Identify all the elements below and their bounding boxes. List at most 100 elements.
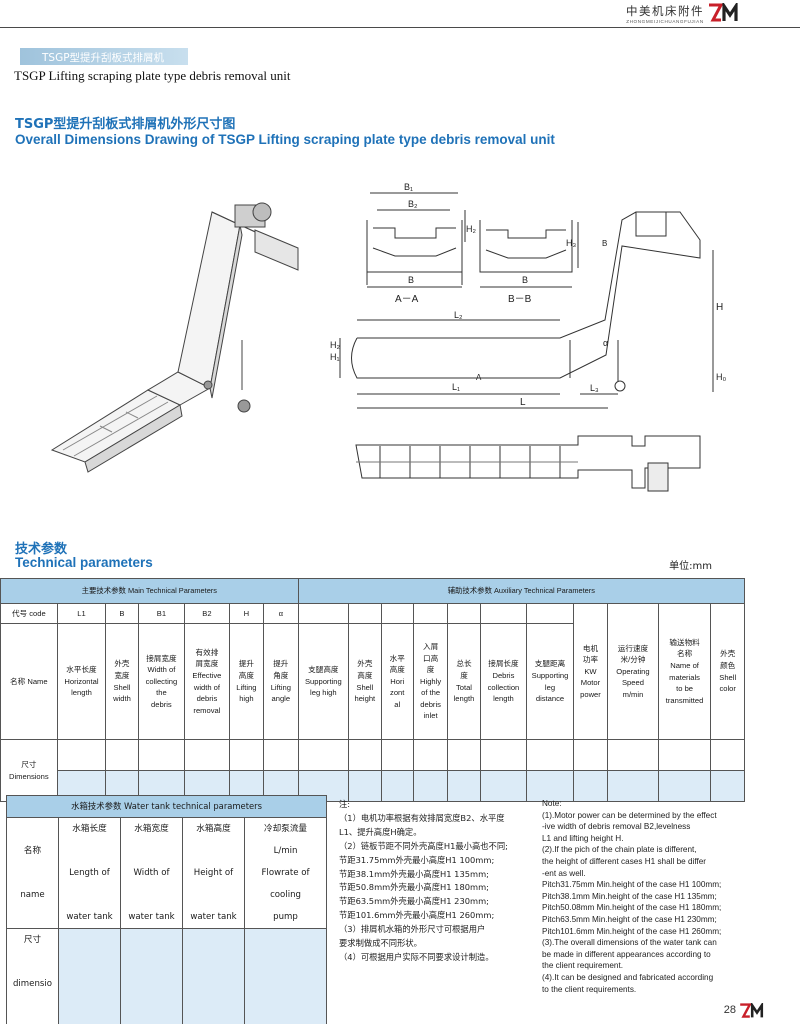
drawing-title-cn: TSGP型提升刮板式排屑机外形尺寸图 — [15, 117, 236, 132]
plan-view — [355, 435, 701, 492]
label-b-aa: B — [408, 275, 414, 285]
code-cell: L1 — [56, 603, 107, 624]
note-line: 节距38.1mm外壳最小高度H1 135mm; — [339, 868, 489, 879]
label-b-bb: B — [522, 275, 528, 285]
label-cut-b: B — [602, 239, 607, 248]
note-line: the client requirement. — [542, 961, 624, 971]
brand-block: 中美机床附件 ZHONGMEIJICHUANGFUJIAN — [626, 3, 704, 24]
label-l3: L₃ — [590, 383, 599, 393]
zm-footer-logo-icon — [740, 1003, 764, 1018]
code-cell: H — [228, 603, 265, 624]
group-aux-header: 辅助技术参数 Auxiliary Technical Parameters — [297, 578, 746, 604]
label-h3: H₃ — [566, 238, 576, 248]
note-line: Pitch50.08mm Min.height of the case H1 1… — [542, 903, 722, 913]
section-a-a: B₁ B₂ B H₂ A－A — [366, 182, 476, 305]
water-dim-label: 尺寸dimensions — [6, 928, 59, 1024]
params-title-en: Technical parameters — [15, 555, 153, 570]
water-tank-table: 水箱技术参数 Water tank technical parameters 名… — [5, 795, 328, 1024]
note-line: Pitch38.1mm Min.height of the case H1 13… — [542, 891, 717, 901]
code-cell — [380, 603, 414, 624]
note-line: Pitch63.5mm Min.height of the case H1 23… — [542, 914, 717, 924]
drawing-title-en: Overall Dimensions Drawing of TSGP Lifti… — [15, 132, 555, 147]
main-params-table: 主要技术参数 Main Technical Parameters 辅助技术参数 … — [0, 578, 746, 802]
label-h: H — [716, 302, 723, 313]
brand-name-pinyin: ZHONGMEIJICHUANGFUJIAN — [626, 19, 704, 24]
note-line: (2).If the pich of the chain plate is di… — [542, 845, 697, 855]
section-subtitle: TSGP Lifting scraping plate type debris … — [14, 68, 291, 83]
label-b-b: B－B — [508, 294, 532, 305]
code-label: 代号 code — [0, 603, 58, 624]
note-line: Note: — [542, 799, 562, 808]
note-line: （4）可根据用户实际不同要求设计制造。 — [339, 951, 494, 962]
code-cell: α — [263, 603, 299, 624]
water-table-title: 水箱技术参数 Water tank technical parameters — [5, 795, 328, 818]
note-line: -ent as well. — [542, 868, 586, 878]
label-b1: B₁ — [404, 182, 413, 192]
code-cell — [297, 603, 350, 624]
note-line: (3).The overall dimensions of the water … — [542, 938, 717, 948]
dimension-drawings: B₁ B₂ B H₂ A－A B H₃ B－B L₂ L₁ L L₃ H H₀ — [50, 182, 726, 492]
note-line: L1 and lifting height H. — [542, 833, 624, 843]
note-line: Pitch31.75mm Min.height of the case H1 1… — [542, 880, 722, 890]
note-line: the height of different cases H1 shall b… — [542, 856, 707, 866]
params-title-cn: 技术参数 — [15, 542, 68, 557]
notes-en: Note: (1).Motor power can be determined … — [542, 798, 742, 995]
table-row: 尺寸dimensions — [6, 928, 328, 1024]
label-h2-side: H₂ — [330, 340, 340, 350]
note-line: 要求制做成不同形状。 — [339, 938, 422, 949]
note-line: to the client requirements. — [542, 984, 637, 994]
code-cell: B1 — [137, 603, 186, 624]
note-line: 节距50.8mm外壳最小高度H1 180mm; — [339, 882, 489, 893]
notes-cn: 注: （1）电机功率根据有效排屑宽度B2、水平度 L1、提升高度H确定。 （2）… — [339, 798, 529, 965]
note-line: -ive width of debris removal B2,levelnes… — [542, 822, 691, 832]
note-line: 节距101.6mm外壳最小高度H1 260mm; — [339, 910, 495, 921]
note-line: （2）链板节距不同外壳高度H1最小高也不同; — [339, 840, 508, 851]
note-line: (4).It can be designed and fabricated ac… — [542, 972, 714, 982]
label-h2: H₂ — [466, 224, 476, 234]
note-line: (1).Motor power can be determined by the… — [542, 810, 717, 820]
name-label: 名称 Name — [0, 623, 58, 740]
label-alpha: α — [603, 338, 608, 348]
zm-logo-icon — [709, 3, 738, 22]
label-l: L — [520, 397, 526, 408]
note-line: be made in different appearances accordi… — [542, 949, 711, 959]
note-line: （3）排屑机水箱的外形尺寸可根据用户 — [339, 924, 486, 935]
side-elevation: L₂ L₁ L L₃ H H₀ H₁ H₂ α A B — [330, 211, 726, 409]
brand-name-cn: 中美机床附件 — [626, 4, 704, 18]
note-line: 节距31.75mm外壳最小高度H1 100mm; — [339, 854, 495, 865]
code-cell — [479, 603, 528, 624]
label-cut-a: A — [476, 373, 482, 382]
note-line: L1、提升高度H确定。 — [339, 826, 422, 837]
code-cell: B — [105, 603, 139, 624]
conveyor-3d-view — [50, 202, 299, 473]
group-main-header: 主要技术参数 Main Technical Parameters — [0, 578, 299, 604]
label-l2: L₂ — [454, 310, 463, 320]
note-line: Pitch101.6mm Min.height of the case H1 2… — [542, 926, 722, 936]
note-line: （1）电机功率根据有效排屑宽度B2、水平度 — [339, 812, 505, 823]
label-l1: L₁ — [452, 382, 460, 392]
note-line: 节距63.5mm外壳最小高度H1 230mm; — [339, 896, 489, 907]
label-b2: B₂ — [408, 199, 418, 209]
